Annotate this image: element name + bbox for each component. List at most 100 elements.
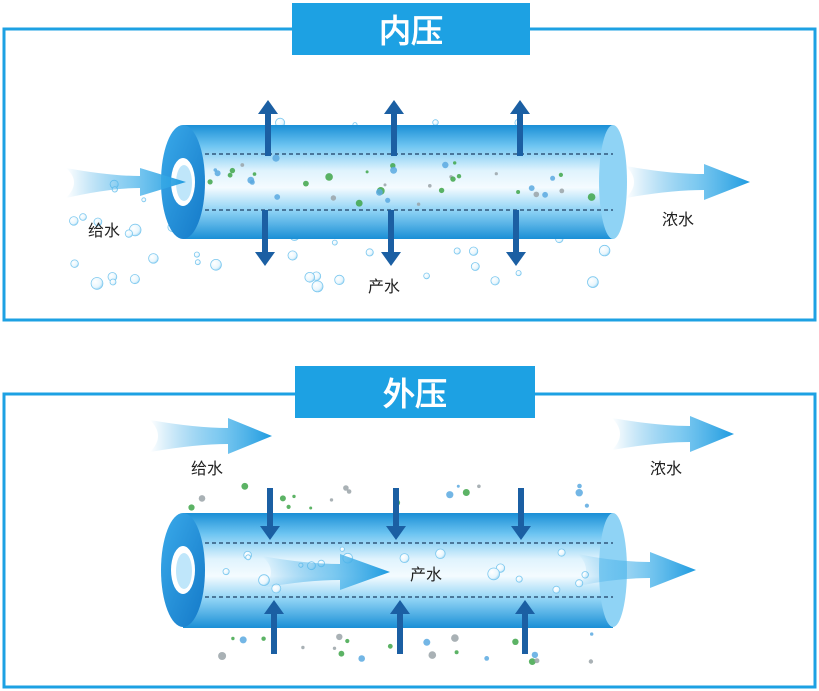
- particle-icon: [346, 489, 352, 494]
- flow-arrow-icon: [510, 100, 530, 156]
- particle-icon: [454, 650, 459, 655]
- particle-icon: [279, 495, 286, 502]
- bubble-icon: [515, 270, 522, 277]
- bubble-icon: [193, 251, 200, 258]
- bubble-icon: [515, 575, 523, 583]
- bubble-icon: [93, 217, 103, 227]
- panel-title-box: [295, 366, 535, 418]
- feed-label: 给水: [191, 459, 223, 478]
- particle-icon: [584, 503, 590, 508]
- flow-arrow-icon: [386, 488, 406, 540]
- particle-icon: [590, 632, 594, 636]
- particle-icon: [531, 651, 539, 659]
- bubble-icon: [141, 197, 147, 203]
- particle-icon: [456, 484, 460, 488]
- bubble-icon: [304, 271, 316, 283]
- feed-label: 给水: [88, 221, 120, 240]
- particle-icon: [247, 176, 255, 184]
- bubble-icon: [432, 119, 439, 126]
- particle-icon: [451, 634, 459, 642]
- particle-icon: [345, 638, 350, 644]
- bubble-icon: [79, 213, 87, 221]
- particle-icon: [214, 170, 221, 177]
- particle-icon: [330, 195, 337, 201]
- particle-icon: [559, 188, 565, 194]
- particle-icon: [450, 176, 456, 182]
- particle-icon: [390, 166, 398, 174]
- bubble-icon: [124, 229, 133, 238]
- bubble-icon: [552, 585, 561, 594]
- particle-icon: [494, 172, 498, 176]
- concentrate-arrow-icon: [626, 164, 750, 200]
- particle-icon: [286, 504, 291, 509]
- particle-icon: [512, 638, 519, 645]
- panel-internal-pressure: 内压 给水 浓水: [2, 3, 817, 322]
- bubble-icon: [423, 272, 430, 280]
- bubble-icon: [245, 554, 252, 561]
- panel-title: 外压: [383, 375, 447, 413]
- particle-icon: [309, 506, 313, 510]
- particle-icon: [355, 199, 363, 207]
- particle-icon: [588, 659, 594, 664]
- particle-icon: [438, 187, 445, 194]
- particle-icon: [577, 483, 582, 489]
- particle-icon: [272, 154, 280, 162]
- particle-icon: [198, 495, 206, 502]
- particle-icon: [528, 658, 536, 665]
- bubble-icon: [148, 253, 159, 264]
- bubble-icon: [287, 250, 298, 261]
- permeate-arrows-down: [255, 210, 526, 266]
- panel-frame: [2, 392, 817, 689]
- bubble-icon: [69, 216, 79, 226]
- particle-icon: [365, 170, 369, 174]
- particle-icon: [462, 489, 470, 496]
- bubble-icon: [210, 258, 222, 271]
- particle-icon: [240, 163, 245, 167]
- particle-icon: [383, 183, 387, 187]
- flow-arrow-icon: [255, 210, 275, 266]
- membrane-tube: [161, 125, 627, 239]
- particle-icon: [325, 173, 333, 181]
- bubble-icon: [487, 567, 501, 581]
- particle-icon: [229, 167, 236, 174]
- bubble-icon: [365, 248, 374, 257]
- bubble-icon: [311, 280, 324, 293]
- particle-icon: [542, 191, 548, 198]
- particle-icon: [274, 194, 281, 200]
- particle-icon: [241, 482, 249, 490]
- bubble-icon: [70, 259, 79, 268]
- particle-icon: [484, 656, 490, 661]
- inflow-arrows-top: [260, 488, 531, 540]
- bubble-icon: [468, 246, 479, 256]
- particle-icon: [231, 636, 235, 641]
- particle-icon: [338, 650, 345, 657]
- flow-arrow-icon: [384, 100, 404, 156]
- particle-icon: [188, 504, 195, 511]
- bubble-icon: [598, 244, 611, 257]
- particles-group: [207, 154, 596, 207]
- bubble-icon: [470, 262, 480, 271]
- bubble-icon: [557, 548, 566, 557]
- flow-arrow-icon: [260, 488, 280, 540]
- bubble-icon: [109, 278, 117, 286]
- particle-icon: [516, 190, 521, 194]
- particles-group: [218, 632, 594, 665]
- particle-icon: [442, 161, 449, 169]
- bubble-icon: [587, 276, 599, 288]
- flow-arrow-icon: [506, 210, 526, 266]
- particle-icon: [385, 197, 391, 203]
- particle-icon: [292, 494, 296, 499]
- particle-icon: [575, 489, 583, 497]
- panel-title-box: [292, 3, 530, 55]
- panel-frame: [2, 27, 817, 322]
- feed-arrow-icon: [150, 418, 272, 454]
- particle-icon: [261, 636, 266, 641]
- bubble-icon: [435, 548, 446, 560]
- particle-icon: [428, 184, 432, 188]
- particle-icon: [376, 188, 383, 196]
- bubble-icon: [339, 546, 345, 552]
- inflow-arrows-bottom: [264, 600, 535, 654]
- particle-icon: [534, 658, 540, 664]
- concentrate-label: 浓水: [650, 459, 682, 478]
